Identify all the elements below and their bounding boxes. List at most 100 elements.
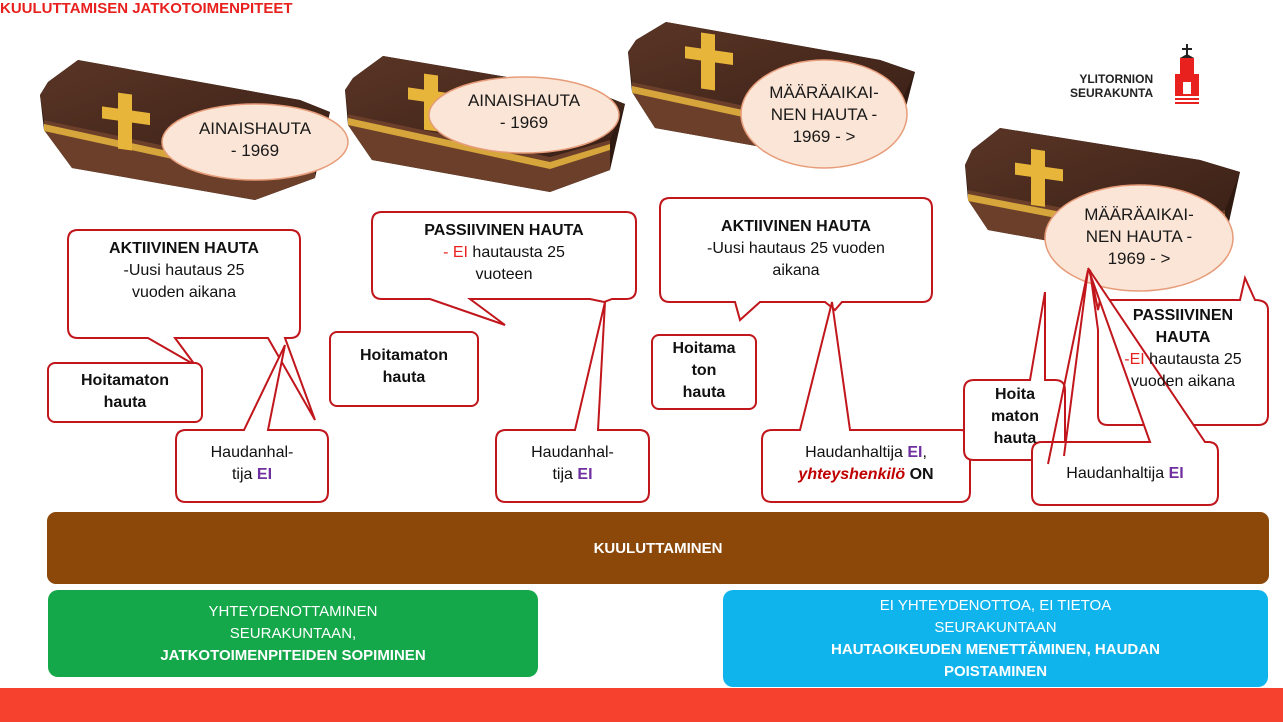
grave-type-ellipse	[1044, 184, 1234, 292]
unkept-grave-callout: Hoitamaton hauta	[50, 370, 200, 414]
unkept-grave-callout: Hoitama ton hauta	[654, 338, 754, 404]
callout-text-part: -	[1124, 351, 1130, 368]
grave-type-line: NEN HAUTA -	[770, 105, 878, 124]
announcement-bar: KUULUTTAMINEN	[47, 512, 1269, 584]
callout-shape	[329, 331, 479, 407]
callout-pointer	[1047, 269, 1089, 465]
callout-line: Hoitama	[672, 340, 736, 357]
grave-type-label: MÄÄRÄAIKAI- NEN HAUTA - 1969 - >	[1056, 204, 1222, 270]
box-line: POISTAMINEN	[943, 662, 1048, 680]
callout-shape	[47, 362, 203, 423]
callout-ei: EI	[907, 444, 923, 461]
grave-type-ellipse	[740, 59, 908, 169]
footer-band	[0, 688, 1283, 722]
box-line: HAUTAOIKEUDEN MENETTÄMINEN, HAUDAN	[831, 640, 1160, 658]
grave-type-line: MÄÄRÄAIKAI-	[1084, 205, 1194, 224]
callout-line: vuoden aikana	[131, 284, 237, 301]
logo-line: SEURAKUNTA	[1070, 86, 1154, 100]
callout-line: hauta	[682, 384, 726, 401]
callout-line: maton	[991, 408, 1039, 425]
active-grave-callout: AKTIIVINEN HAUTA -Uusi hautaus 25 vuoden…	[662, 216, 930, 282]
callout-text-part: ,	[922, 444, 927, 461]
callout-text-part: tija	[552, 466, 578, 483]
callout-text-part: -	[443, 244, 453, 261]
callout-line: -Uusi hautaus 25 vuoden	[707, 240, 885, 257]
callout-line: tija EI	[178, 464, 326, 486]
callout-shape	[651, 334, 757, 410]
callout-line: vuoteen	[475, 266, 533, 283]
callout-text-part: tija	[231, 466, 257, 483]
callout-line: aikana	[772, 262, 820, 279]
passive-grave-callout: PASSIIVINEN HAUTA - EI hautausta 25 vuot…	[374, 220, 634, 286]
box-line: SEURAKUNTAAN,	[229, 624, 357, 642]
no-contact-box: EI YHTEYDENOTTOA, EI TIETOA SEURAKUNTAAN…	[723, 590, 1268, 687]
callout-line: -EI hautausta 25	[1100, 349, 1266, 371]
grave-type-label: MÄÄRÄAIKAI- NEN HAUTA - 1969 - >	[747, 82, 901, 148]
callout-heading: AKTIIVINEN HAUTA	[721, 218, 871, 235]
grave-type-line: 1969 - >	[1107, 249, 1171, 268]
grave-type-label: AINAISHAUTA - 1969	[172, 118, 338, 162]
callout-line: vuoden aikana	[1130, 373, 1236, 390]
grave-type-line: - 1969	[230, 141, 280, 160]
holder-callout: Haudanhal- tija EI	[498, 442, 647, 486]
holder-callout: Haudanhaltija EI	[1034, 463, 1216, 485]
box-line: SEURAKUNTAAN	[934, 618, 1057, 636]
callout-line: -Uusi hautaus 25	[123, 262, 245, 279]
grave-type-line: NEN HAUTA -	[1085, 227, 1193, 246]
callout-ei: EI	[577, 466, 593, 483]
callout-text-part: hautausta 25	[467, 244, 565, 261]
callout-line: Hoitamaton	[81, 372, 169, 389]
callout-line: Haudanhaltija EI	[1034, 463, 1216, 485]
grave-type-line: - 1969	[499, 113, 549, 132]
logo-line: YLITORNION	[1079, 72, 1154, 86]
callout-line: Haudanhal-	[210, 444, 294, 461]
logo-text: YLITORNION SEURAKUNTA	[1070, 72, 1153, 100]
callout-line: Hoita	[995, 386, 1035, 403]
callout-heading: AKTIIVINEN HAUTA	[109, 240, 259, 257]
callout-line: Hoitamaton	[360, 347, 448, 364]
callout-contact-person: yhteyshenkilö	[798, 466, 906, 483]
callout-text-part: Haudanhaltija	[805, 444, 908, 461]
callout-ei: EI	[1168, 465, 1184, 482]
contact-parish-box: YHTEYDENOTTAMINEN SEURAKUNTAAN, JATKOTOI…	[48, 590, 538, 677]
announcement-label: KUULUTTAMINEN	[593, 539, 723, 557]
grave-type-line: AINAISHAUTA	[198, 119, 312, 138]
callout-shape	[175, 344, 329, 503]
page-title: KUULUTTAMISEN JATKOTOIMENPITEET	[0, 0, 293, 17]
grave-type-ellipse	[428, 76, 620, 154]
callout-heading: PASSIIVINEN HAUTA	[424, 222, 584, 239]
box-line: JATKOTOIMENPITEIDEN SOPIMINEN	[160, 646, 426, 664]
callout-text-part: hautausta 25	[1144, 351, 1242, 368]
callout-ei: EI	[256, 466, 273, 483]
callout-line: Haudanhal-	[531, 444, 614, 461]
callout-line: - EI hautausta 25	[374, 242, 634, 264]
grave-type-ellipse	[161, 103, 349, 181]
callout-heading: PASSIIVINEN	[1132, 307, 1234, 324]
active-grave-callout: AKTIIVINEN HAUTA -Uusi hautaus 25 vuoden…	[70, 238, 298, 304]
callout-line: tija EI	[498, 464, 647, 486]
grave-type-line: 1969 - >	[792, 127, 856, 146]
callout-shape	[67, 229, 316, 421]
grave-type-label: AINAISHAUTA - 1969	[440, 90, 608, 134]
passive-grave-callout: PASSIIVINEN HAUTA -EI hautausta 25 vuode…	[1100, 305, 1266, 393]
unkept-grave-callout: Hoita maton hauta	[966, 384, 1064, 450]
callout-heading: HAUTA	[1155, 329, 1211, 346]
callout-shape	[371, 211, 637, 326]
callout-line: hauta	[993, 430, 1037, 447]
callout-line: hauta	[382, 369, 426, 386]
holder-callout: Haudanhal- tija EI	[178, 442, 326, 486]
grave-type-line: AINAISHAUTA	[467, 91, 581, 110]
box-line: YHTEYDENOTTAMINEN	[208, 602, 378, 620]
callout-line: yhteyshenkilö ON	[764, 464, 968, 486]
grave-type-line: MÄÄRÄAIKAI-	[769, 83, 879, 102]
callout-shape	[1031, 267, 1219, 506]
callout-line: Haudanhaltija EI,	[764, 442, 968, 464]
church-icon	[1175, 44, 1199, 104]
callout-on: ON	[905, 466, 934, 483]
callout-ei: EI	[452, 244, 468, 261]
callout-ei: EI	[1129, 351, 1145, 368]
callout-shape	[659, 197, 933, 322]
callout-line: hauta	[103, 394, 147, 411]
callout-line: ton	[691, 362, 717, 379]
